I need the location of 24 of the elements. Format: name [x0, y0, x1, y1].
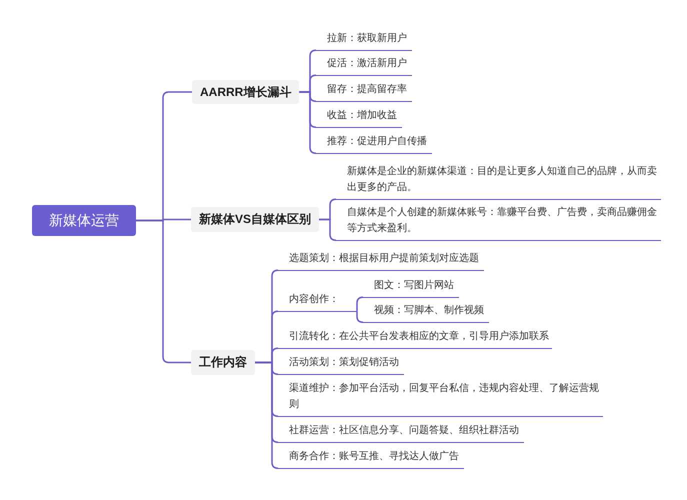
main-topic: AARRR增长漏斗	[192, 80, 300, 104]
connector-line	[356, 310, 364, 323]
connector-line	[356, 296, 364, 312]
subtopic-label: 社群运营：社区信息分享、问题答疑、组织社群活动	[278, 423, 524, 443]
subtopic-label: 拉新：获取新用户	[316, 31, 412, 51]
subtopic-label: 内容创作：	[278, 292, 357, 312]
subtopic-label: 视频：写脚本、制作视频	[363, 303, 489, 323]
subtopic-label: 新媒体是企业的新媒体渠道：目的是让更多人知道自己的品牌，从而卖出更多的产品。	[336, 164, 661, 200]
subtopic-label: 渠道维护：参加平台活动，回复平台私信，违规内容处理、了解运营规则	[278, 381, 603, 417]
connector-line	[136, 220, 191, 364]
subtopic-label: 自媒体是个人创建的新媒体账号：靠赚平台费、广告费，卖商品赚佣金等方式来盈利。	[336, 205, 661, 241]
subtopic-label: 选题策划：根据目标用户提前策划对应选题	[278, 251, 484, 271]
subtopic-label: 推荐：促进用户自传播	[316, 134, 432, 154]
main-topic: 新媒体VS自媒体区别	[191, 207, 320, 232]
subtopic-label: 促活：激活新用户	[316, 56, 412, 76]
connector-line	[319, 218, 337, 241]
main-topic: 工作内容	[191, 350, 255, 375]
subtopic-label: 留存：提高留存率	[316, 82, 412, 102]
subtopic-label: 活动策划：策划促销活动	[278, 355, 404, 375]
subtopic-label: 引流转化：在公共平台发表相应的文章，引导用户添加联系	[278, 329, 552, 349]
subtopic-label: 收益：增加收益	[316, 108, 402, 128]
subtopic-label: 图文：写图片网站	[363, 278, 459, 298]
central-topic: 新媒体运营	[32, 205, 136, 236]
subtopic-label: 商务合作：账号互推、寻找达人做广告	[278, 449, 464, 469]
